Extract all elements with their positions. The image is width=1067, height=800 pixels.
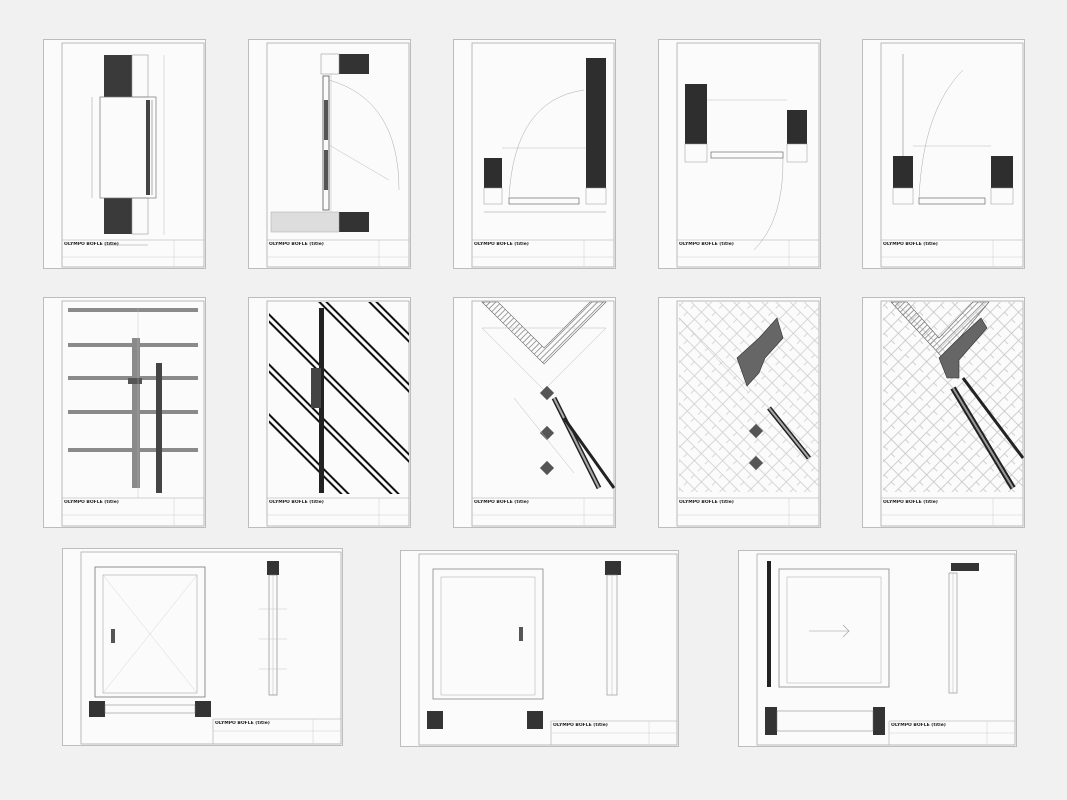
sheet-9-title: OLYMPO BOFLE (title)	[679, 500, 734, 505]
sheet-12-drawing	[418, 553, 678, 746]
drawing-sheet-1[interactable]: OLYMPO BOFLE (title)	[43, 39, 206, 269]
drawing-sheet-13[interactable]: OLYMPO BOFLE (title)	[738, 550, 1017, 747]
drawing-sheet-5[interactable]: OLYMPO BOFLE (title)	[862, 39, 1025, 269]
sheet-9-drawing	[676, 300, 820, 527]
sheet-7-drawing	[266, 300, 410, 527]
sheet-11-title: OLYMPO BOFLE (title)	[215, 721, 270, 726]
drawing-sheet-12[interactable]: OLYMPO BOFLE (title)	[400, 550, 679, 747]
sheet-13-title: OLYMPO BOFLE (title)	[891, 723, 946, 728]
sheet-2-title: OLYMPO BOFLE (title)	[269, 242, 324, 247]
sheet-12-title: OLYMPO BOFLE (title)	[553, 723, 608, 728]
sheet-8-title: OLYMPO BOFLE (title)	[474, 500, 529, 505]
sheet-3-title: OLYMPO BOFLE (title)	[474, 242, 529, 247]
sheet-6-drawing	[61, 300, 205, 527]
sheet-5-title: OLYMPO BOFLE (title)	[883, 242, 938, 247]
drawing-sheet-11[interactable]: OLYMPO BOFLE (title)	[62, 548, 343, 746]
drawing-sheet-7[interactable]: OLYMPO BOFLE (title)	[248, 297, 411, 528]
sheet-8-drawing	[471, 300, 615, 527]
sheet-10-drawing	[880, 300, 1024, 527]
sheet-4-title: OLYMPO BOFLE (title)	[679, 242, 734, 247]
drawing-sheet-4[interactable]: OLYMPO BOFLE (title)	[658, 39, 821, 269]
drawing-sheet-8[interactable]: OLYMPO BOFLE (title)	[453, 297, 616, 528]
sheet-5-drawing	[880, 42, 1024, 268]
sheet-7-title: OLYMPO BOFLE (title)	[269, 500, 324, 505]
drawing-sheet-9[interactable]: OLYMPO BOFLE (title)	[658, 297, 821, 528]
drawing-sheet-6[interactable]: OLYMPO BOFLE (title)	[43, 297, 206, 528]
sheet-2-drawing	[266, 42, 410, 268]
sheet-1-title: OLYMPO BOFLE (title)	[64, 242, 119, 247]
sheet-1-drawing	[61, 42, 205, 268]
sheet-6-title: OLYMPO BOFLE (title)	[64, 500, 119, 505]
drawing-sheet-2[interactable]: OLYMPO BOFLE (title)	[248, 39, 411, 269]
sheet-3-drawing	[471, 42, 615, 268]
drawing-sheet-10[interactable]: OLYMPO BOFLE (title)	[862, 297, 1025, 528]
sheet-13-drawing	[756, 553, 1016, 746]
sheet-11-drawing	[80, 551, 342, 745]
sheet-4-drawing	[676, 42, 820, 268]
sheet-10-title: OLYMPO BOFLE (title)	[883, 500, 938, 505]
drawing-sheet-3[interactable]: OLYMPO BOFLE (title)	[453, 39, 616, 269]
